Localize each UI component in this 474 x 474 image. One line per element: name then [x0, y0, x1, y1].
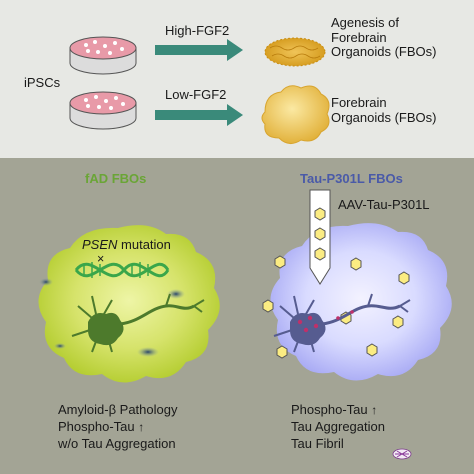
low-fgf2-label: Low-FGF2: [165, 87, 227, 102]
forebrain-result: Forebrain Organoids (FBOs): [331, 95, 437, 125]
fad-outcome-2: Phospho-Tau ↑: [58, 418, 145, 434]
forebrain-organoid-icon: [261, 85, 330, 144]
top-panel: [0, 0, 474, 158]
psen-mutation-label: PSEN mutation: [82, 237, 171, 253]
forebrain-line-2: Organoids (FBOs): [331, 109, 437, 125]
neuron-tau-icon: [273, 293, 411, 353]
up-arrow-icon: ↑: [138, 419, 145, 434]
aav-label: AAV-Tau-P301L: [338, 197, 430, 212]
petri-dish-low-icon: [69, 91, 137, 130]
tau-outcome-3: Tau Fibril: [291, 435, 344, 451]
petri-dish-high-icon: [69, 36, 137, 75]
agenesis-organoid-icon: [264, 37, 326, 67]
tau-title: Tau-P301L FBOs: [300, 171, 403, 186]
tau-outcome-1: Phospho-Tau ↑: [291, 402, 378, 417]
tau-outcome-2: Tau Aggregation: [291, 418, 385, 434]
mutation-mark-icon: ×: [97, 252, 105, 266]
neuron-green-icon: [71, 293, 205, 353]
fad-outcome-3: w/o Tau Aggregation: [58, 435, 176, 451]
up-arrow-icon: ↑: [371, 403, 378, 417]
arrow-high-icon: [155, 39, 243, 61]
psen-gene: PSEN: [82, 237, 118, 252]
ipscs-label: iPSCs: [24, 75, 61, 90]
agenesis-line-3: Organoids (FBOs): [331, 44, 437, 60]
forebrain-line-1: Forebrain: [331, 95, 387, 110]
agenesis-line-2: Forebrain: [331, 29, 387, 45]
agenesis-line-1: Agenesis of: [331, 15, 399, 30]
fad-outcomes: Amyloid-β Pathology Phospho-Tau ↑ w/o Ta…: [58, 402, 177, 453]
mutation-word: mutation: [117, 237, 171, 252]
dna-icon: [74, 262, 170, 278]
aav-particle-icon: [262, 207, 410, 359]
arrow-low-icon: [155, 104, 243, 126]
tau-fibril-icon: [392, 448, 412, 460]
high-fgf2-label: High-FGF2: [165, 23, 230, 38]
fad-title: fAD FBOs: [85, 171, 147, 186]
tau-outcomes: Phospho-Tau ↑ Tau Aggregation Tau Fibril: [291, 402, 385, 453]
fad-outcome-1: Amyloid-β Pathology: [58, 402, 178, 417]
agenesis-result: Agenesis of Forebrain Organoids (FBOs): [331, 15, 437, 60]
